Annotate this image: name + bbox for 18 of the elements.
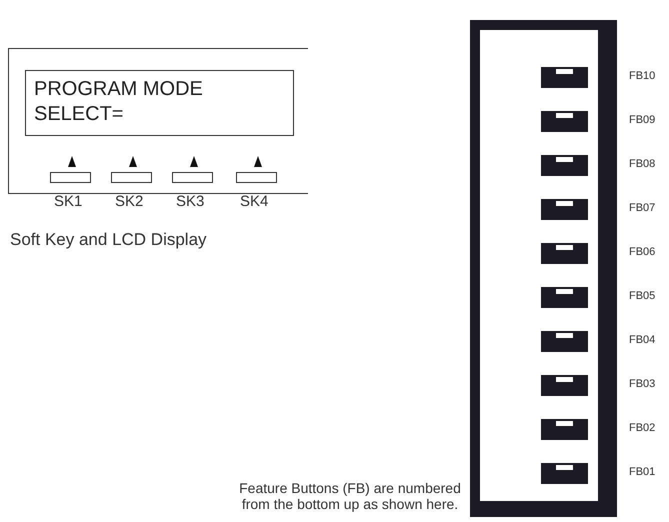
note-text: Feature Buttons (FB) are numbered from the bottom up as shown here. [238, 480, 462, 512]
button-number: FB04 [629, 334, 656, 346]
button-number: FB02 [629, 422, 656, 434]
lcd-display [25, 70, 294, 136]
key-label: SK2 [115, 193, 144, 210]
figure-caption: Soft Key and LCD Display [10, 232, 208, 248]
button-number: FB01 [629, 466, 656, 478]
button-number: FB07 [629, 202, 656, 214]
key-label: SK4 [240, 193, 268, 210]
button-number: FB10 [629, 70, 656, 82]
button-number: FB05 [629, 290, 656, 302]
key-label: SK3 [176, 193, 204, 210]
button-number: FB08 [629, 158, 656, 170]
display-text: PROGRAM MODE SELECT= [34, 77, 204, 127]
button-number: FB09 [629, 114, 656, 126]
button-number: FB06 [629, 246, 656, 258]
button-number: FB03 [629, 378, 656, 390]
key-label: SK1 [54, 193, 82, 210]
